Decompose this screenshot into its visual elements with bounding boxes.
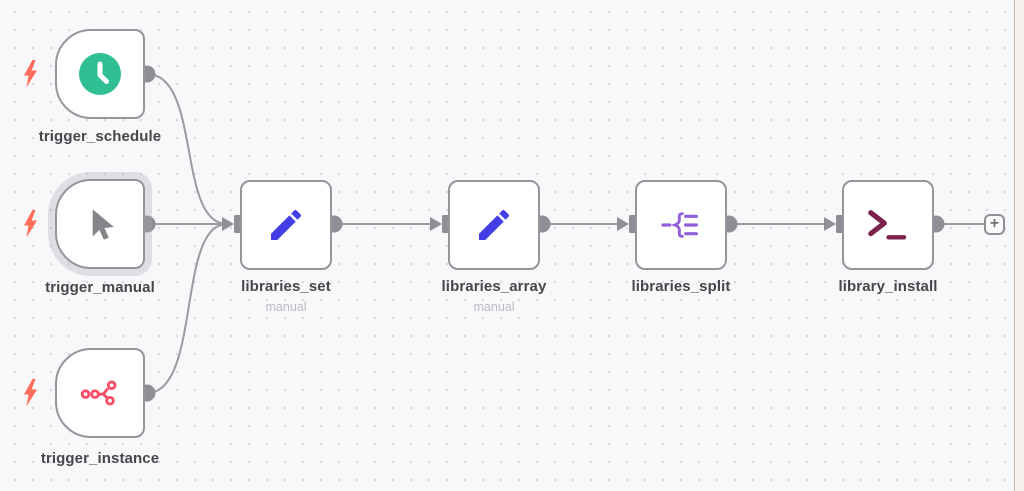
node-label: trigger_schedule xyxy=(0,128,200,145)
node-trigger-manual[interactable] xyxy=(55,179,145,269)
arrowhead-into-set xyxy=(222,217,234,231)
node-subtitle: manual xyxy=(186,300,386,314)
node-label-text: trigger_manual xyxy=(45,279,155,296)
arrowhead-into-install xyxy=(824,217,836,231)
node-subtitle-text: manual xyxy=(265,300,307,314)
workflow-share-icon xyxy=(80,380,117,406)
add-node-button[interactable]: + xyxy=(984,214,1005,235)
node-label-text: library_install xyxy=(838,278,938,295)
clock-icon xyxy=(79,53,121,95)
arrowhead-into-split xyxy=(617,217,629,231)
node-label: libraries_array xyxy=(394,278,594,295)
node-label-text: libraries_split xyxy=(631,278,731,295)
node-label: libraries_set xyxy=(186,278,386,295)
node-trigger-schedule[interactable] xyxy=(55,29,145,119)
node-libraries-split[interactable] xyxy=(635,180,727,270)
connection-instance-to-set[interactable] xyxy=(146,223,224,394)
node-label-text: trigger_instance xyxy=(40,450,160,467)
node-label: trigger_instance xyxy=(0,450,200,467)
node-label-text: trigger_schedule xyxy=(38,128,162,145)
arrowhead-into-array xyxy=(430,217,442,231)
node-libraries-array[interactable] xyxy=(448,180,540,270)
terminal-icon xyxy=(868,210,907,240)
node-label: libraries_split xyxy=(581,278,781,295)
node-label: library_install xyxy=(788,278,988,295)
node-subtitle: manual xyxy=(394,300,594,314)
cursor-icon xyxy=(92,209,114,240)
node-library-install[interactable] xyxy=(842,180,934,270)
split-brace-icon xyxy=(661,212,698,238)
pencil-icon xyxy=(479,209,510,240)
node-trigger-instance[interactable] xyxy=(55,348,145,438)
plus-icon: + xyxy=(989,215,1000,232)
connection-schedule-to-set[interactable] xyxy=(146,73,224,225)
node-label-text: libraries_array xyxy=(441,278,547,295)
node-libraries-set[interactable] xyxy=(240,180,332,270)
lightning-bolt-icon xyxy=(24,60,37,88)
lightning-bolt-icon xyxy=(24,379,37,407)
canvas-right-edge xyxy=(1014,0,1024,491)
lightning-bolt-icon xyxy=(24,210,37,238)
node-subtitle-text: manual xyxy=(473,300,515,314)
node-label: trigger_manual xyxy=(0,279,200,296)
pencil-icon xyxy=(271,209,302,240)
node-label-text: libraries_set xyxy=(241,278,331,295)
